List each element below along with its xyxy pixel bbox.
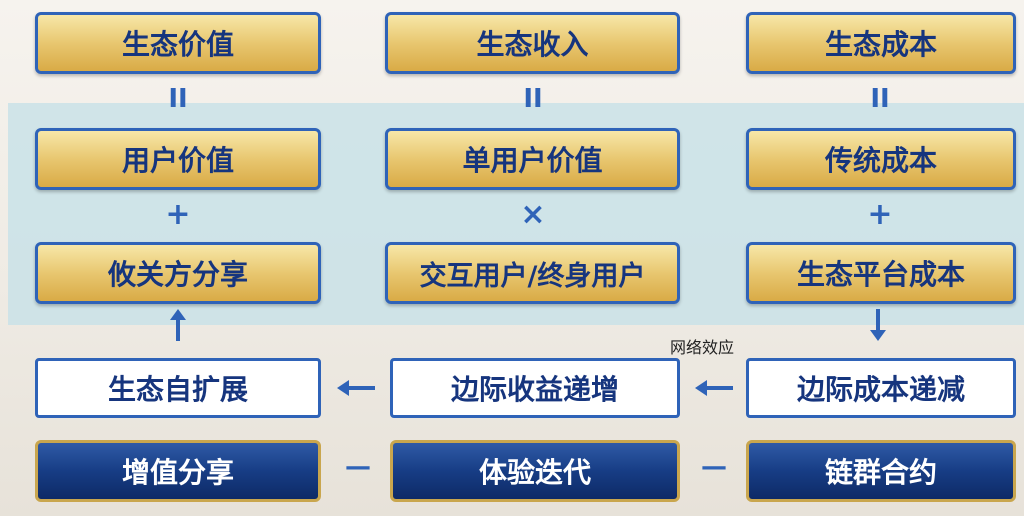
traditional-cost-box: 传统成本 [746,128,1016,190]
decreasing-marginal-cost-box: 边际成本递减 [746,358,1016,418]
user-value-box: 用户价值 [35,128,321,190]
left-arrow-icon [695,380,733,396]
equals-symbol-2: II [523,84,543,114]
equals-symbol-3: II [870,84,890,114]
left-arrow-icon [337,380,375,396]
interactive-lifetime-user-box: 交互用户/终身用户 [385,242,680,304]
plus-symbol-1: + [165,197,191,232]
single-user-value-box: 单用户价值 [385,128,680,190]
experience-iteration-box: 体验迭代 [390,440,680,502]
network-effect-label: 网络效应 [670,338,735,357]
platform-cost-box: 生态平台成本 [746,242,1016,304]
ecosystem-revenue-box: 生态收入 [385,12,680,74]
times-symbol: × [520,197,546,232]
down-arrow-icon [870,309,886,341]
value-added-sharing-box: 增值分享 [35,440,321,502]
stakeholder-share-box: 攸关方分享 [35,242,321,304]
equals-symbol-1: II [168,84,188,114]
chain-group-contract-box: 链群合约 [746,440,1016,502]
ecosystem-cost-box: 生态成本 [746,12,1016,74]
dash-symbol-1: — [345,452,371,482]
ecosystem-value-box: 生态价值 [35,12,321,74]
dash-symbol-2: — [701,452,727,482]
increasing-marginal-revenue-box: 边际收益递增 [390,358,680,418]
up-arrow-icon [170,309,186,341]
self-expansion-box: 生态自扩展 [35,358,321,418]
plus-symbol-2: + [867,197,893,232]
